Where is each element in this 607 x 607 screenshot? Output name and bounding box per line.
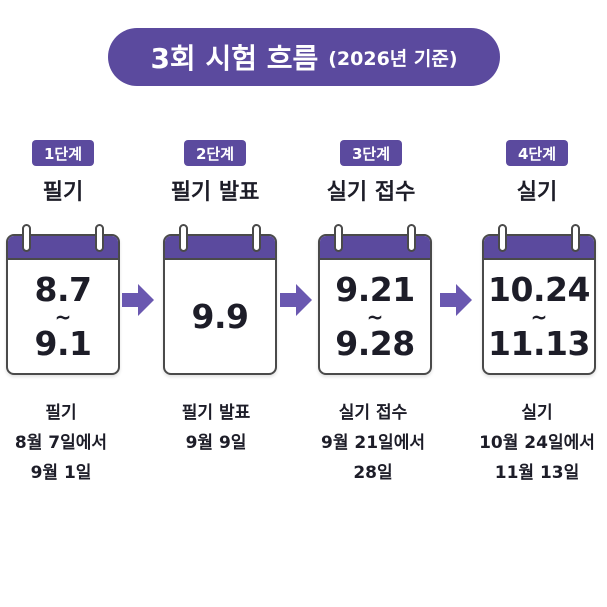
stage-3-desc-line: 28일 [353,463,393,483]
title-subtitle: (2026년 기준) [328,47,458,70]
stage-4-description: 실기 10월 24일에서 11월 13일 [462,398,607,488]
stage-1-tilde: ~ [54,304,72,329]
stage-4-tilde: ~ [530,304,548,329]
calendar-ring [179,224,188,252]
stage-4-label: 실기 [516,180,558,205]
calendar-ring [252,224,261,252]
title-banner: 3회 시험 흐름 (2026년 기준) [108,28,500,86]
right-arrow-icon [440,284,472,316]
calendar-icon: 10.24 ~ 11.13 [482,224,596,375]
calendar-ring [334,224,343,252]
calendar-body: 8.7 ~ 9.1 [8,260,118,373]
calendar-icon: 8.7 ~ 9.1 [6,224,120,375]
stage-3-desc-line: 실기 접수 [338,403,408,423]
calendar-icon: 9.21 ~ 9.28 [318,224,432,375]
stage-2-header: 2단계 필기 발표 [152,140,278,206]
stage-1-badge: 1단계 [32,140,94,166]
calendar-ring [22,224,31,252]
stage-3-header: 3단계 실기 접수 [308,140,434,206]
calendar-ring [498,224,507,252]
stage-4-date-end: 11.13 [488,323,590,363]
stage-2-description: 필기 발표 9월 9일 [141,398,291,458]
stage-1-desc-line: 8월 7일에서 [14,433,108,453]
stage-4-desc-line: 10월 24일에서 [479,433,595,453]
stage-1-header: 1단계 필기 [0,140,126,206]
stage-3-badge: 3단계 [340,140,402,166]
stage-1-desc-line: 9월 1일 [30,463,92,483]
calendar-ring [571,224,580,252]
stage-2-date: 9.9 [191,296,249,336]
stage-3-date-end: 9.28 [335,323,415,363]
stage-3-desc-line: 9월 21일에서 [321,433,425,453]
title-main: 3회 시험 흐름 [150,42,319,75]
stage-2-desc-line: 9월 9일 [185,433,247,453]
stage-4-desc-line: 실기 [521,403,553,423]
calendar-body: 9.21 ~ 9.28 [320,260,430,373]
stage-2-badge: 2단계 [184,140,246,166]
stage-1-date-end: 9.1 [34,323,92,363]
stage-2-label: 필기 발표 [170,180,260,205]
calendar-icon: 9.9 [163,224,277,375]
stage-4-badge: 4단계 [506,140,568,166]
right-arrow-icon [122,284,154,316]
calendar-ring [407,224,416,252]
stage-3-date-start: 9.21 [335,269,415,309]
stage-4-date-start: 10.24 [488,269,590,309]
stage-3-label: 실기 접수 [326,180,416,205]
stage-1-date-start: 8.7 [34,269,92,309]
stage-4-desc-line: 11월 13일 [494,463,580,483]
stage-1-description: 필기 8월 7일에서 9월 1일 [0,398,136,488]
right-arrow-icon [280,284,312,316]
stage-1-desc-line: 필기 [45,403,77,423]
calendar-body: 10.24 ~ 11.13 [484,260,594,373]
calendar-ring [95,224,104,252]
stage-2-desc-line: 필기 발표 [181,403,251,423]
stage-3-tilde: ~ [366,304,384,329]
stage-1-label: 필기 [42,180,84,205]
stage-3-description: 실기 접수 9월 21일에서 28일 [298,398,448,488]
stage-4-header: 4단계 실기 [474,140,600,206]
calendar-body: 9.9 [165,260,275,373]
